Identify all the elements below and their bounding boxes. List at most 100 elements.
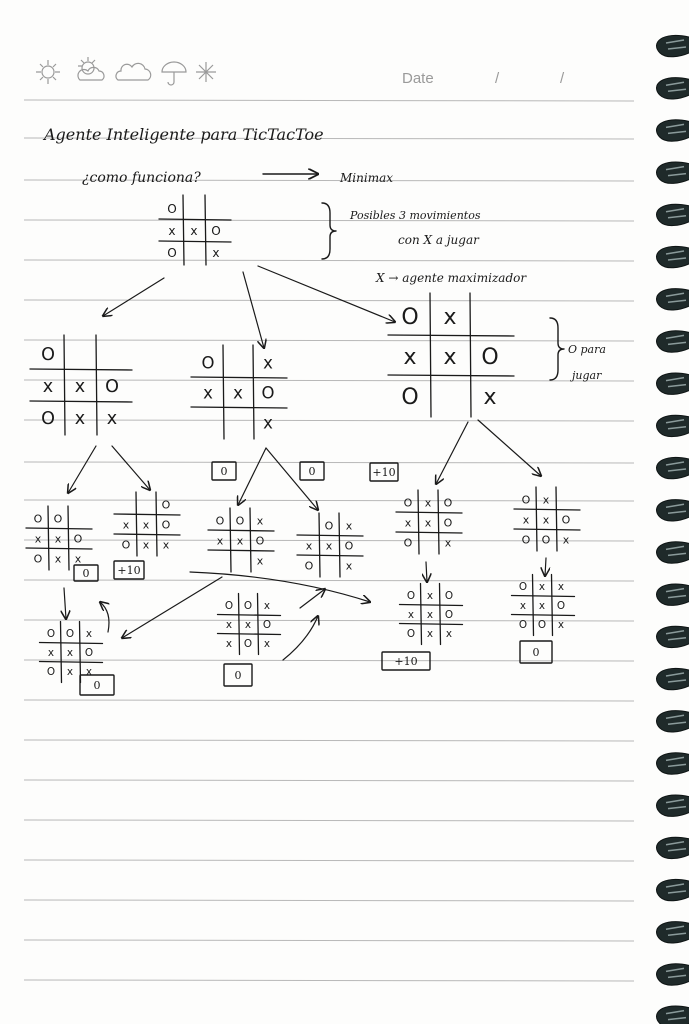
board-mark: x bbox=[212, 246, 219, 260]
board-grid-line bbox=[190, 406, 288, 409]
snowflake-icon bbox=[196, 62, 216, 82]
board-mark: x bbox=[163, 538, 170, 551]
board-mark: O bbox=[407, 628, 415, 640]
board-grid-line bbox=[438, 582, 442, 646]
ruled-line bbox=[23, 461, 635, 464]
board-mark: x bbox=[67, 647, 73, 659]
ruled-line bbox=[23, 979, 635, 982]
board-grid-line bbox=[437, 489, 440, 555]
spiral-ring-highlight bbox=[665, 123, 687, 135]
board-grid-line bbox=[469, 292, 472, 418]
spiral-ring-highlight bbox=[665, 461, 687, 472]
board-mark: O bbox=[66, 628, 74, 640]
board-mark: O bbox=[444, 496, 453, 509]
board-mark: O bbox=[557, 600, 565, 612]
board-mark: O bbox=[85, 647, 93, 659]
board-mark: O bbox=[404, 536, 413, 549]
ruled-line bbox=[23, 779, 635, 782]
board-grid-line bbox=[29, 368, 133, 371]
arrow-l2c-to-l3c bbox=[189, 571, 370, 602]
board-grid-line bbox=[535, 486, 538, 552]
spiral-ring bbox=[656, 414, 689, 438]
spiral-ring-highlight bbox=[665, 292, 687, 303]
board-grid-line bbox=[158, 218, 232, 221]
spiral-binding bbox=[656, 35, 689, 1024]
board-grid-line bbox=[395, 511, 463, 514]
board-mark: O bbox=[444, 516, 453, 529]
score-value: 0 bbox=[533, 646, 540, 659]
board-grid-line bbox=[417, 489, 420, 555]
board-mark: O bbox=[305, 559, 314, 572]
note-question: ¿como funciona? bbox=[82, 170, 201, 186]
board-mark: O bbox=[244, 638, 252, 650]
spiral-ring bbox=[656, 1005, 689, 1024]
board-grid-line bbox=[419, 582, 423, 646]
score-box-frame bbox=[299, 461, 325, 481]
spiral-ring bbox=[656, 77, 689, 100]
o-note-line1: O para bbox=[568, 343, 606, 356]
ruled-line bbox=[23, 99, 635, 102]
tree-arrows bbox=[64, 265, 546, 661]
score-value: +10 bbox=[394, 655, 417, 668]
date-separator-2: / bbox=[560, 70, 565, 87]
board-mark: x bbox=[226, 619, 232, 631]
board-mark: x bbox=[425, 496, 432, 509]
board-mark: x bbox=[75, 377, 85, 397]
board-mark: O bbox=[522, 533, 531, 546]
board-grid-line bbox=[237, 592, 241, 656]
board-mark: x bbox=[168, 224, 175, 238]
board-mark: x bbox=[427, 628, 433, 640]
ruled-line bbox=[23, 299, 635, 302]
board-mark: x bbox=[264, 600, 270, 612]
board-mark: O bbox=[401, 385, 418, 410]
arrow-root-to-l1-middle bbox=[242, 271, 264, 348]
board-mark: O bbox=[562, 513, 571, 526]
board-mark: x bbox=[427, 609, 433, 621]
board-mark: O bbox=[519, 581, 527, 593]
brace-note-line1: Posibles 3 movimientos bbox=[349, 209, 481, 222]
ruled-line bbox=[23, 899, 635, 902]
note-title: Agente Inteligente para TicTacToe bbox=[42, 125, 324, 144]
board-mark: x bbox=[86, 666, 92, 678]
ruled-line bbox=[23, 419, 635, 422]
board-mark: O bbox=[401, 305, 418, 330]
score-value: 0 bbox=[235, 669, 242, 682]
board-mark: O bbox=[74, 532, 83, 545]
umbrella-icon bbox=[161, 61, 187, 86]
board-mark: O bbox=[122, 538, 131, 551]
board-mark: x bbox=[425, 516, 432, 529]
board-mark: O bbox=[167, 202, 177, 216]
spiral-ring-highlight bbox=[665, 883, 687, 894]
board-mark: O bbox=[262, 384, 275, 403]
spiral-ring-highlight bbox=[665, 545, 687, 557]
board-mark: x bbox=[263, 414, 273, 433]
board-mark: O bbox=[47, 666, 55, 678]
spiral-ring bbox=[656, 119, 689, 142]
board-mark: x bbox=[237, 534, 244, 547]
board-grid-line bbox=[216, 613, 282, 617]
spiral-ring bbox=[656, 794, 689, 817]
board-grid-line bbox=[158, 240, 232, 243]
board-mark: O bbox=[244, 600, 252, 612]
board-grid-line bbox=[531, 573, 535, 637]
date-label: Date bbox=[402, 70, 434, 87]
board-mark: O bbox=[522, 493, 531, 506]
board-mark: x bbox=[43, 377, 53, 397]
spiral-ring bbox=[656, 921, 689, 944]
root-brace bbox=[321, 202, 337, 260]
score-level1-middle: 0 bbox=[299, 461, 325, 481]
board-grid-line bbox=[29, 400, 133, 403]
arrow-l3b-to-l2d bbox=[299, 589, 325, 609]
board-grid-line bbox=[555, 486, 558, 552]
board-grid-line bbox=[513, 528, 581, 531]
board-grid-line bbox=[63, 334, 66, 436]
spiral-ring bbox=[656, 203, 689, 227]
board-grid-line bbox=[338, 512, 341, 578]
